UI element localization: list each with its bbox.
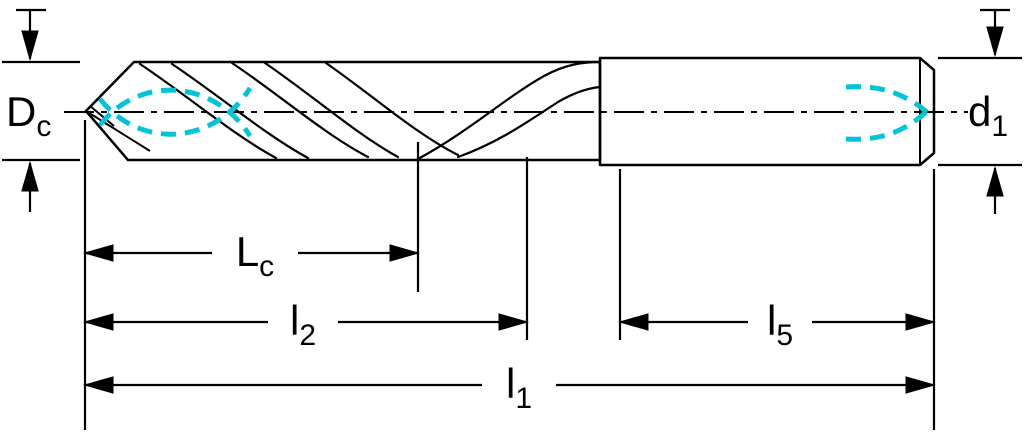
drill-point-facets — [85, 73, 151, 152]
flute-line — [170, 62, 310, 160]
dim-lc: Lc — [82, 228, 421, 283]
l1-label: l1 — [506, 360, 532, 415]
dim-l2: l2 — [82, 297, 530, 352]
dim-l1: l1 — [82, 360, 937, 415]
flute-runout-line — [416, 60, 602, 161]
flute-line — [138, 62, 278, 160]
point-facet-line — [85, 73, 123, 112]
coolant-channel-curve — [845, 104, 935, 142]
d1-label: d1 — [968, 88, 1008, 143]
coolant-channel-curve — [845, 84, 935, 119]
coolant-channel-curve — [98, 86, 253, 137]
dim-dc: Dc — [2, 8, 80, 212]
flute-helix-lines — [138, 60, 602, 161]
coolant-channels-point — [98, 86, 253, 138]
dc-label: Dc — [6, 88, 51, 143]
flute-line — [263, 61, 400, 159]
flute-line — [230, 61, 370, 159]
l2-label: l2 — [290, 297, 316, 352]
coolant-channels-shank — [845, 84, 935, 142]
flute-runout-line — [456, 85, 602, 159]
chisel-edge-line — [89, 105, 115, 127]
dim-l5: l5 — [617, 297, 937, 352]
coolant-channel-curve — [98, 87, 253, 138]
flute-line — [324, 61, 460, 157]
l5-label: l5 — [767, 297, 793, 352]
dim-d1: d1 — [938, 8, 1022, 214]
point-facet-line — [85, 110, 151, 152]
lc-label: Lc — [236, 228, 274, 283]
